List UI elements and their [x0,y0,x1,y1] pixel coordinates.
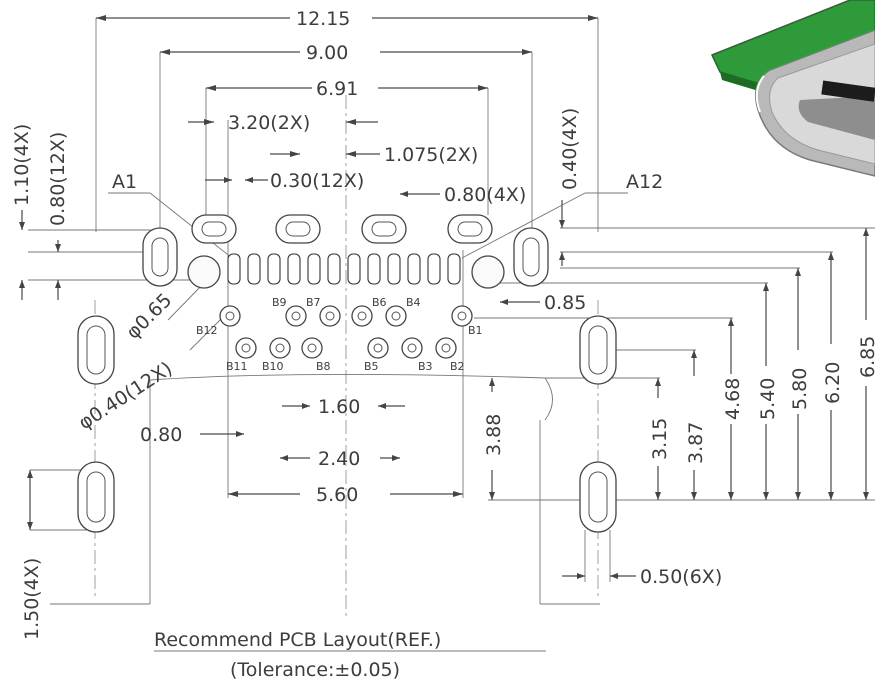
drawing-caption: Recommend PCB Layout(REF.) (Tolerance:±0… [154,629,546,681]
leader-lines [108,192,628,351]
dim-pitch-b: 1.60 [318,396,360,418]
horizontal-dimensions [96,15,636,579]
pin-row-b [219,305,473,359]
dim-side-slot-width: 0.80(12X) [47,132,69,226]
dim-slot-width: 0.80(4X) [444,184,526,206]
dim-pitch-2: 2.40 [318,448,360,470]
dim-slot-height: 1.10(4X) [11,124,33,206]
caption-title: Recommend PCB Layout(REF.) [154,629,441,651]
pin-label-b12: B12 [196,324,218,337]
dim-pin-offset: 1.075(2X) [384,144,478,166]
dim-468: 4.68 [722,378,744,420]
caption-tolerance: (Tolerance:±0.05) [230,659,400,681]
dimension-labels: 12.15 9.00 6.91 3.20(2X) 1.075(2X) 0.30(… [11,8,875,640]
dim-row-gap: 0.40(4X) [559,108,581,190]
dim-315: 3.15 [649,418,671,460]
dim-total-width: 12.15 [296,8,350,30]
dim-center-y: 3.88 [483,414,505,456]
pin-label-b2: B2 [450,360,465,373]
dim-540: 5.40 [757,378,779,420]
dim-bottom-slot-height: 1.50(4X) [21,558,43,640]
pin-label-b6: B6 [372,296,387,309]
pin-label-a12: A12 [626,171,663,193]
dim-side-offset: 0.85 [544,292,586,314]
pin-label-b7: B7 [306,296,321,309]
pin-label-b4: B4 [406,296,421,309]
pin-label-b3: B3 [418,360,433,373]
dim-pin-width: 0.30(12X) [270,170,364,192]
pin-label-b9: B9 [272,296,287,309]
pin-row-a [227,253,461,285]
dim-pitch-small: 0.80 [140,424,182,446]
dim-620: 6.20 [822,362,844,404]
dim-slot-spacing: 3.20(2X) [228,112,310,134]
vertical-dimensions [19,200,869,530]
dim-bottom-slot-width: 0.50(6X) [640,566,722,588]
pin-label-b5: B5 [364,360,379,373]
pin-label-b1: B1 [468,324,483,337]
pin-label-a1: A1 [112,171,137,193]
dim-580: 5.80 [789,368,811,410]
dim-outer-holes: 9.00 [306,42,348,64]
pin-label-b11: B11 [226,360,248,373]
dim-685: 6.85 [857,336,875,378]
pcb-pads [77,214,617,533]
pin-labels: A1 A12 B12 B9 B7 B6 B4 B1 B11 B10 B8 B5 … [112,171,663,373]
pin-label-b10: B10 [262,360,284,373]
dim-span-b: 5.60 [316,484,358,506]
dim-inner-holes: 6.91 [316,78,358,100]
dim-drill-large: φ0.65 [122,289,176,343]
pin-label-b8: B8 [316,360,331,373]
connector-3d-render [710,0,875,177]
dim-387: 3.87 [685,422,707,464]
